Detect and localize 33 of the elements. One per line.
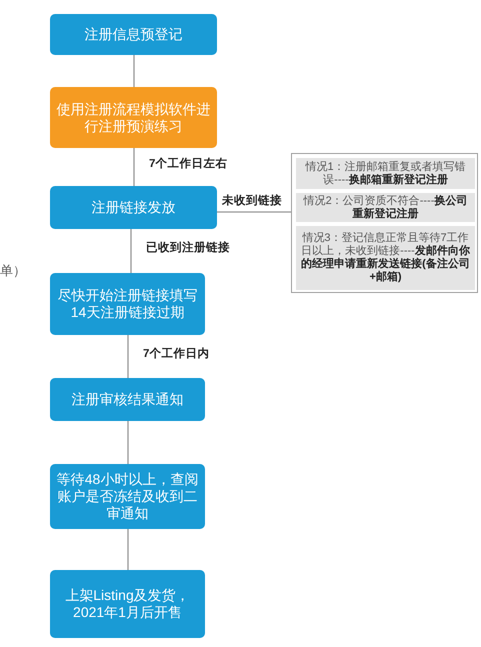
note-band [296,226,475,290]
connector-line [133,55,135,87]
connector-line [127,335,129,378]
notes-panel [291,153,478,293]
box-label: 尽快开始注册链接填写14天注册链接过期 [56,287,198,321]
connector-line [127,529,129,570]
box-label: 注册链接发放 [92,199,176,216]
box-label: 注册审核结果通知 [72,391,184,408]
edge-label: 7个工作日左右 [148,157,228,171]
connector-line [127,421,129,464]
edge-label: 7个工作日内 [142,347,210,361]
note-band [296,193,475,222]
note-text: 情况3：登记信息正常且等待7工作日以上，未收到链接----发邮件向你的经理申请重新发送链接(备注公司+邮箱) [300,232,471,284]
process-box [50,14,217,55]
box-label: 上架Listing及发货，2021年1月后开售 [64,587,191,621]
connector-line [130,229,132,273]
process-box [50,378,205,421]
process-box [50,186,217,229]
process-box [50,464,205,529]
connector-line [217,211,291,213]
edge-label: 已收到注册链接 [145,241,231,255]
box-label: 使用注册流程模拟软件进行注册预演练习 [56,100,212,134]
text-fragment: 单） [0,263,26,279]
process-box [50,570,205,638]
box-label: 等待48小时以上，查阅账户是否冻结及收到二审通知 [56,471,200,522]
note-band [296,158,475,189]
connector-line [133,148,135,186]
box-label: 注册信息预登记 [84,26,182,43]
note-text: 情况2：公司资质不符合----换公司重新登记注册 [302,194,468,220]
note-text: 情况1：注册邮箱重复或者填写错误----换邮箱重新登记注册 [304,160,467,186]
process-box [50,273,205,335]
process-box [50,87,217,148]
edge-label: 未收到链接 [221,194,283,208]
